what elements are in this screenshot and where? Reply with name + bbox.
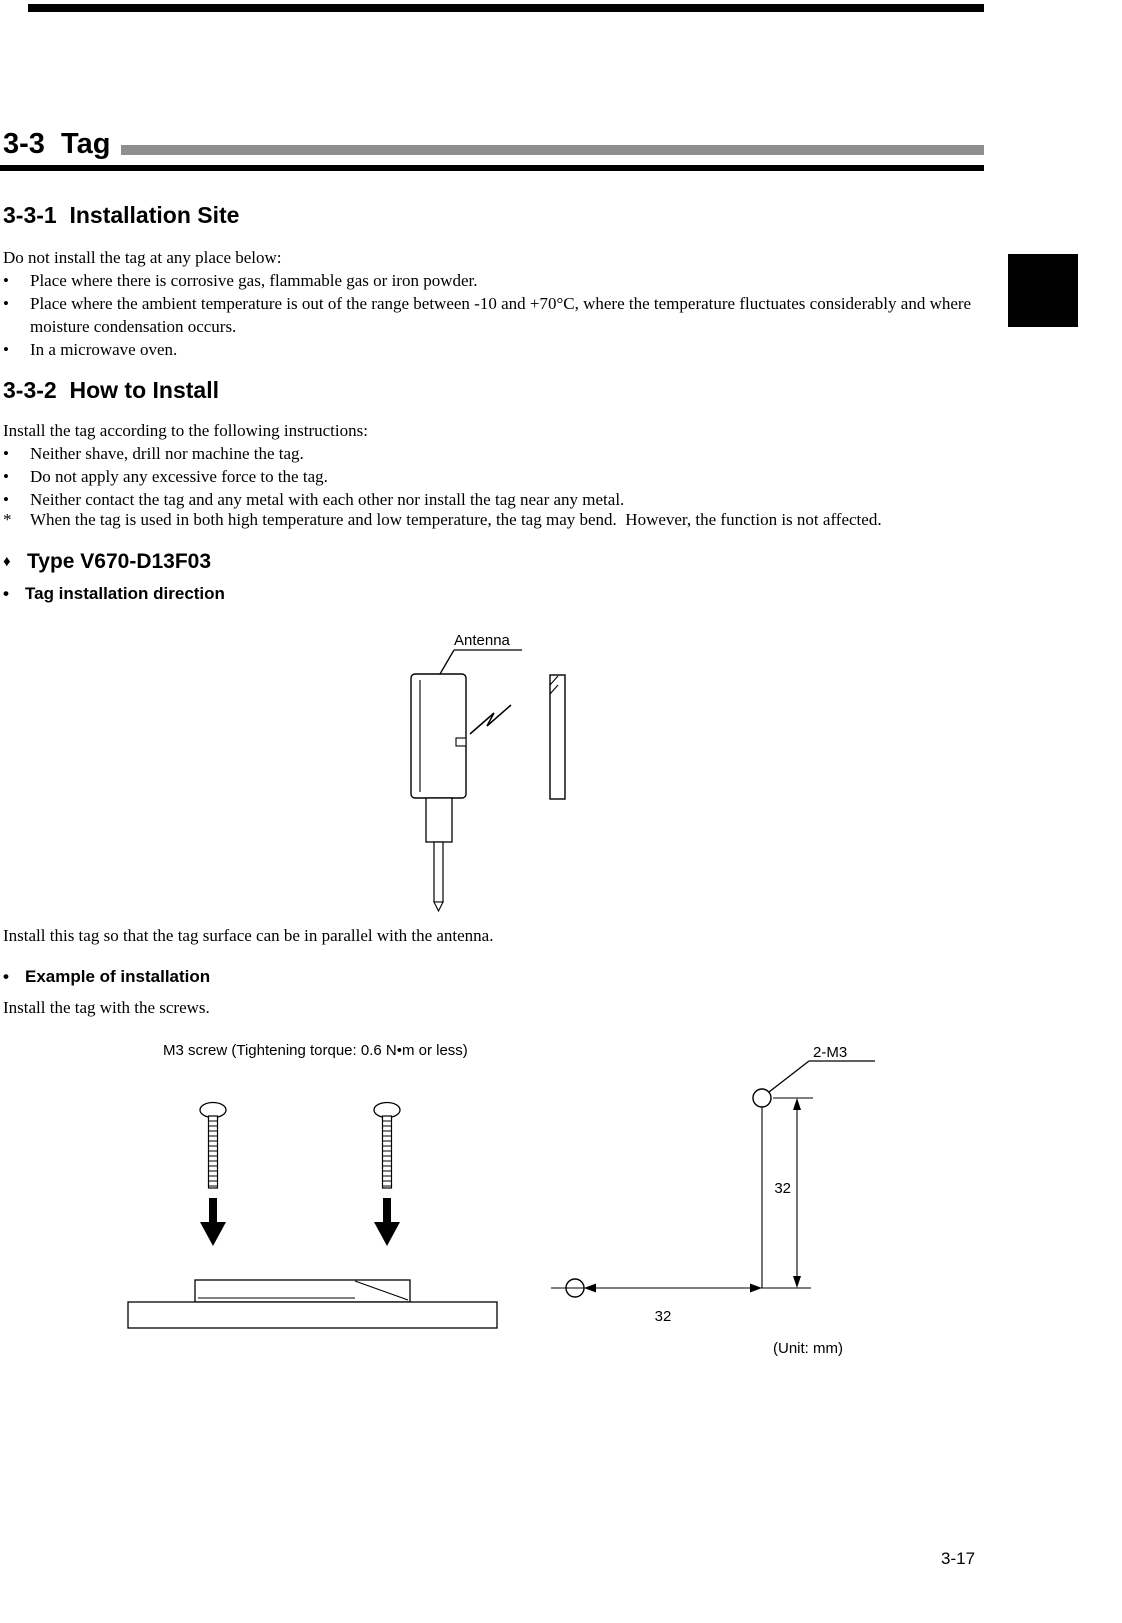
vertical-dimension: 32 [761,1097,813,1288]
title-gray-bar [121,145,984,155]
bullet-text: In a microwave oven. [30,340,178,359]
chapter-thumb-tab [1008,254,1078,327]
holes-label: 2-M3 [813,1044,847,1061]
heading-direction-text: Tag installation direction [25,584,225,603]
bullet-text: Place where there is corrosive gas, flam… [30,271,478,290]
bullet-marker: • [3,967,9,986]
m3-screw-right [373,1101,401,1247]
antenna-neck [425,797,453,843]
heading-type: ♦ Type V670-D13F03 [3,549,211,575]
antenna-callout: Antenna [439,632,522,675]
note-marker: * [3,510,12,529]
tag-plate [549,674,566,800]
heading-example-of-installation: • Example of installation [3,966,210,988]
horizontal-dimension: 32 [551,1283,811,1325]
radio-wave-zigzag [469,704,512,735]
holes-callout: 2-M3 [768,1044,875,1093]
bullet-marker: • [3,490,9,509]
title-black-rule [0,165,984,171]
screw-label: M3 screw (Tightening torque: 0.6 N•m or … [163,1042,468,1059]
diamond-marker: ♦ [3,553,11,570]
bullet-text: Place where the ambient temperature is o… [30,294,976,336]
tag-plate-break-marks [549,675,559,695]
note-text: When the tag is used in both high temper… [30,510,882,529]
bullet-marker: • [3,340,9,359]
vertical-dim-label: 32 [774,1180,791,1197]
bullet-marker: • [3,584,9,603]
direction-caption: Install this tag so that the tag surface… [3,926,494,945]
antenna-cable [433,841,444,903]
bullet-item: • In a microwave oven. [3,338,981,361]
bullet-item: • Place where the ambient temperature is… [3,292,981,338]
bullet-text: Do not apply any excessive force to the … [30,467,328,486]
bullet-text: Neither contact the tag and any metal wi… [30,490,625,509]
bullet-item: • Place where there is corrosive gas, fl… [3,269,981,292]
m3-screw-left [199,1101,227,1247]
installation-site-bullets: • Place where there is corrosive gas, fl… [3,269,981,361]
top-rule [28,4,984,12]
tag-antenna-diagram: Antenna [410,632,566,913]
hole-dimension-diagram: 2-M3 32 32 (Unit: mm) [551,1044,875,1357]
antenna-label: Antenna [454,632,511,649]
bullet-item: • Neither contact the tag and any metal … [3,488,981,511]
page-number: 3-17 [941,1549,976,1568]
holes-leader-line [768,1060,875,1093]
bullet-marker: • [3,467,9,486]
how-to-install-note: * When the tag is used in both high temp… [3,508,981,531]
mounting-plate [127,1301,498,1329]
bullet-marker: • [3,444,9,463]
screw-mounting-diagram [127,1101,498,1329]
heading-type-text: Type V670-D13F03 [27,550,212,573]
bullet-marker: • [3,271,9,290]
tag-side-view [194,1279,411,1303]
section-title: 3-3 Tag [3,128,111,160]
installation-site-intro: Do not install the tag at any place belo… [3,248,282,267]
antenna-cable-tip [433,901,444,913]
antenna-notch [455,737,467,747]
example-caption: Install the tag with the screws. [3,998,210,1017]
heading-example-text: Example of installation [25,967,211,986]
how-to-install-bullets: • Neither shave, drill nor machine the t… [3,442,981,511]
antenna-head [410,673,467,913]
antenna-leader-line [439,649,522,675]
unit-label: (Unit: mm) [773,1340,843,1357]
bullet-marker: • [3,294,9,313]
heading-tag-installation-direction: • Tag installation direction [3,583,225,605]
hole-circle-top [752,1088,772,1108]
heading-installation-site: 3-3-1 Installation Site [3,202,240,228]
bullet-text: Neither shave, drill nor machine the tag… [30,444,304,463]
horizontal-dim-label: 32 [655,1308,672,1325]
bullet-item: • Do not apply any excessive force to th… [3,465,981,488]
bullet-item: • Neither shave, drill nor machine the t… [3,442,981,465]
heading-how-to-install: 3-3-2 How to Install [3,377,219,403]
how-to-install-intro: Install the tag according to the followi… [3,421,368,440]
